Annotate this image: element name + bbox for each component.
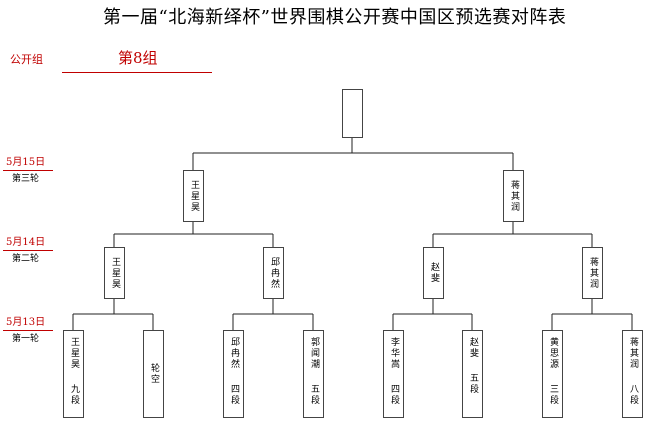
round1-slot-5: 李华嵩 四段 — [383, 330, 404, 418]
round1-slot-7: 黄思源 三段 — [542, 330, 563, 418]
round2-date: 5月14日 — [6, 237, 46, 248]
player-name: 邱冉然 — [269, 256, 279, 290]
player-rank: 五段 — [309, 384, 319, 406]
round1-slot-3: 邱冉然 四段 — [223, 330, 244, 418]
round1-slot-4: 郭闻潮 五段 — [303, 330, 324, 418]
player-name: 蒋其润 — [509, 179, 519, 213]
player-name: 赵斐 — [468, 337, 478, 359]
round3-slot-2: 蒋其润 — [503, 170, 524, 222]
bye-label: 轮空 — [149, 363, 159, 385]
player-name: 邱冉然 — [229, 337, 239, 370]
player-name: 郭闻潮 — [309, 337, 319, 370]
player-rank: 四段 — [229, 384, 239, 406]
round1-slot-8: 蒋其润 八段 — [622, 330, 643, 418]
group-name: 第8组 — [118, 49, 158, 67]
round1-label: 第一轮 — [12, 334, 40, 344]
player-name: 王星昊 — [69, 337, 79, 370]
round3-date: 5月15日 — [6, 157, 46, 168]
round2-slot-3: 赵斐 — [423, 247, 444, 299]
player-name: 李华嵩 — [389, 337, 399, 370]
round1-date: 5月13日 — [6, 317, 46, 328]
player-name: 蒋其润 — [588, 256, 598, 290]
player-rank: 四段 — [389, 384, 399, 406]
group-underline — [62, 72, 212, 73]
player-name: 赵斐 — [429, 262, 439, 284]
round2-slot-4: 蒋其润 — [582, 247, 603, 299]
round1-slot-6: 赵斐 五段 — [462, 330, 483, 418]
round1-slot-2: 轮空 — [143, 330, 164, 418]
winner-box — [342, 89, 363, 138]
round1-slot-1: 王星昊 九段 — [63, 330, 84, 418]
round3-label: 第三轮 — [12, 174, 40, 184]
player-name: 王星昊 — [110, 256, 120, 290]
player-name: 蒋其润 — [628, 337, 638, 370]
group-label: 公开组 — [10, 53, 43, 66]
player-rank: 三段 — [548, 384, 558, 406]
player-name: 黄思源 — [548, 337, 558, 370]
player-rank: 五段 — [468, 373, 478, 395]
round3-slot-1: 王星昊 — [183, 170, 204, 222]
page-title: 第一届“北海新绎杯”世界围棋公开赛中国区预选赛对阵表 — [103, 7, 567, 28]
player-rank: 九段 — [69, 384, 79, 406]
round2-label: 第二轮 — [12, 254, 40, 264]
round2-slot-2: 邱冉然 — [263, 247, 284, 299]
round2-divider — [3, 250, 53, 251]
player-name: 王星昊 — [189, 179, 199, 213]
round3-divider — [3, 170, 53, 171]
player-rank: 八段 — [628, 384, 638, 406]
round1-divider — [3, 330, 53, 331]
round2-slot-1: 王星昊 — [104, 247, 125, 299]
